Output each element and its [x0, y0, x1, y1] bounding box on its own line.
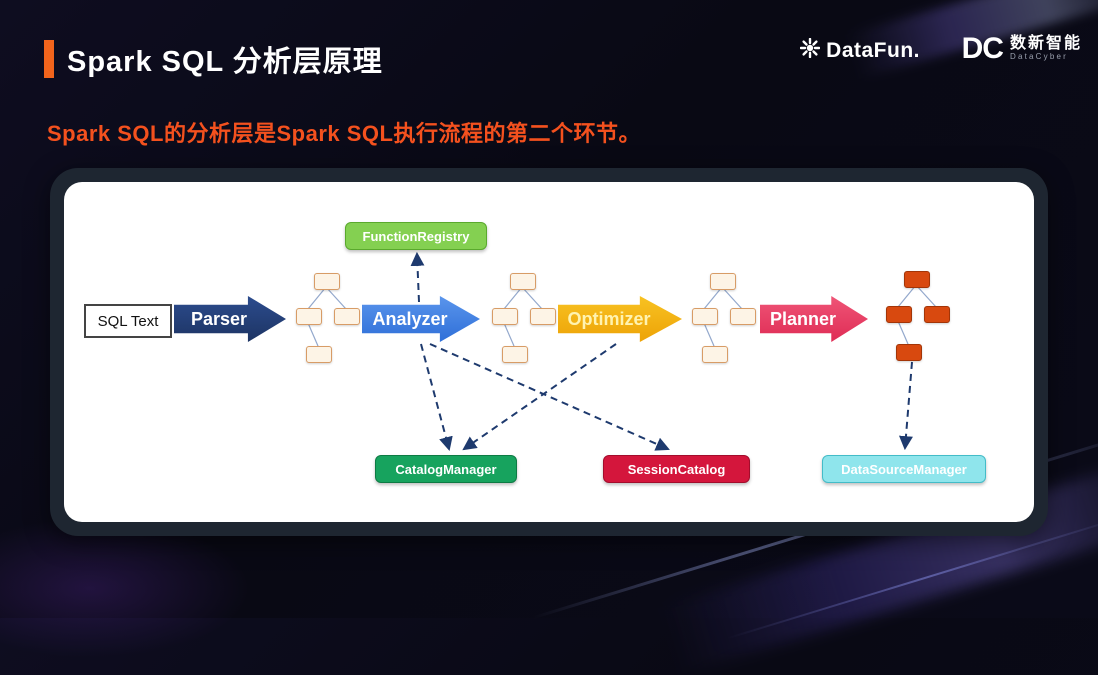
- diagram-frame: FunctionRegistry SQL Text Parser Analyze…: [50, 168, 1048, 536]
- ast-tree-optimized: [688, 272, 756, 368]
- datafun-logo: DataFun.: [799, 37, 920, 63]
- tree-node: [492, 308, 518, 325]
- parser-label: Parser: [190, 308, 248, 329]
- catalog-manager-box: CatalogManager: [375, 455, 517, 483]
- parser-stage-arrow: Parser: [174, 296, 286, 342]
- tree-node: [296, 308, 322, 325]
- datacyber-cn-text: 数新智能: [1009, 35, 1082, 53]
- session-catalog-box: SessionCatalog: [603, 455, 750, 483]
- tree-node: [510, 273, 536, 290]
- data-source-manager-box: DataSourceManager: [822, 455, 986, 483]
- datacyber-logo: DC 数新智能 DataCyber: [962, 32, 1082, 66]
- tree-node: [924, 306, 950, 323]
- page-title: Spark SQL 分析层原理: [67, 46, 383, 78]
- analyzer-label: Analyzer: [372, 308, 448, 329]
- tree-node: [530, 308, 556, 325]
- optimizer-stage-arrow: Optimizer: [558, 296, 682, 342]
- ast-tree-analyzed: [488, 272, 556, 368]
- ast-tree-parsed: [292, 272, 360, 368]
- analyzer-stage-arrow: Analyzer: [362, 296, 480, 342]
- tree-node: [702, 346, 728, 363]
- tree-node: [886, 306, 912, 323]
- planner-label: Planner: [769, 308, 837, 329]
- datafun-logo-text: DataFun.: [826, 38, 920, 62]
- tree-node: [306, 346, 332, 363]
- tree-node: [896, 344, 922, 361]
- title-accent-bar: [44, 40, 54, 78]
- tree-node: [710, 273, 736, 290]
- tree-node: [334, 308, 360, 325]
- datacyber-dc-mark: DC: [961, 32, 1004, 65]
- sql-text-box: SQL Text: [84, 304, 172, 338]
- diagram-panel: FunctionRegistry SQL Text Parser Analyze…: [64, 182, 1034, 522]
- physical-plan-tree: [882, 270, 950, 366]
- planner-stage-arrow: Planner: [760, 296, 868, 342]
- datafun-gear-icon: [799, 37, 821, 63]
- background-glow: [0, 518, 250, 658]
- tree-node: [502, 346, 528, 363]
- tree-node: [904, 271, 930, 288]
- tree-node: [314, 273, 340, 290]
- tree-node: [692, 308, 718, 325]
- slide-subtitle: Spark SQL的分析层是Spark SQL执行流程的第二个环节。: [47, 121, 641, 146]
- tree-node: [730, 308, 756, 325]
- function-registry-box: FunctionRegistry: [345, 222, 487, 250]
- optimizer-label: Optimizer: [567, 308, 651, 329]
- datacyber-en-text: DataCyber: [1009, 52, 1069, 62]
